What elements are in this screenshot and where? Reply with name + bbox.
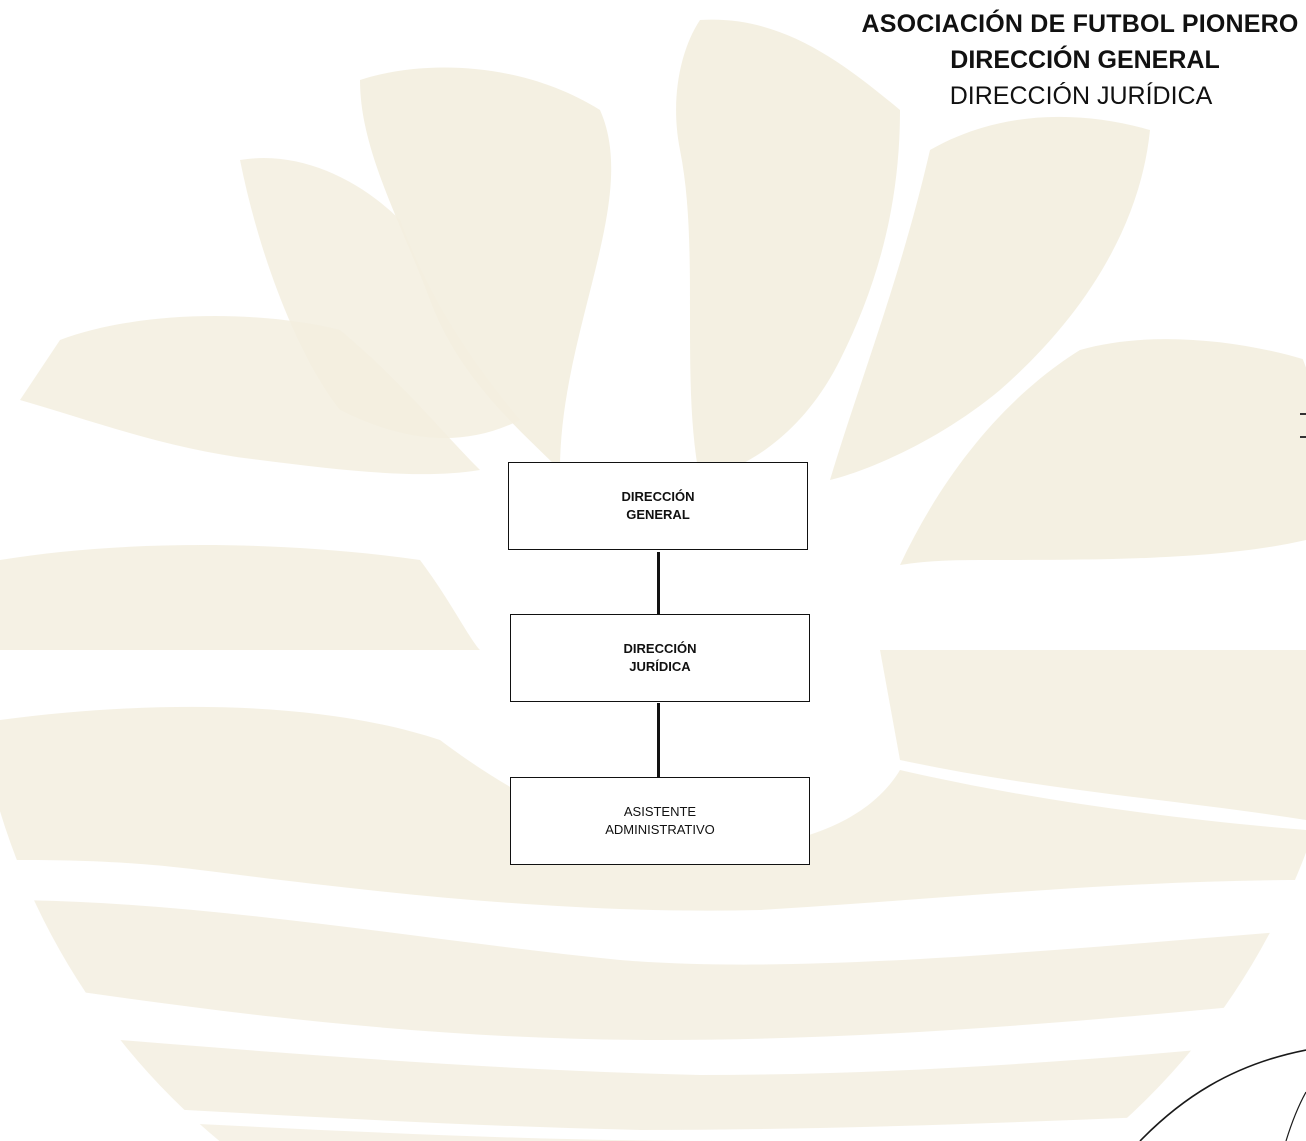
org-node-label-line: GENERAL bbox=[626, 507, 690, 522]
org-node-label-line: DIRECCIÓN bbox=[621, 489, 695, 504]
org-node-label-line: JURÍDICA bbox=[629, 659, 691, 674]
header-subdepartment: DIRECCIÓN JURÍDICA bbox=[949, 82, 1213, 110]
header-department: DIRECCIÓN GENERAL bbox=[950, 46, 1220, 74]
org-node-asistente-administrativo: ASISTENTE ADMINISTRATIVO bbox=[510, 777, 810, 865]
org-node-direccion-juridica: DIRECCIÓN JURÍDICA bbox=[510, 614, 810, 702]
edge-mark bbox=[1300, 436, 1306, 438]
org-node-direccion-general: DIRECCIÓN GENERAL bbox=[508, 462, 808, 550]
org-node-label-line: DIRECCIÓN bbox=[623, 641, 697, 656]
org-connector bbox=[657, 552, 660, 614]
org-node-label: DIRECCIÓN JURÍDICA bbox=[624, 640, 697, 676]
header-organization-name: ASOCIACIÓN DE FUTBOL PIONERO bbox=[861, 10, 1299, 38]
org-node-label-line: ADMINISTRATIVO bbox=[605, 822, 715, 837]
org-node-label: ASISTENTE ADMINISTRATIVO bbox=[605, 803, 715, 839]
org-node-label: DIRECCIÓN GENERAL bbox=[622, 488, 695, 524]
org-node-label-line: ASISTENTE bbox=[623, 804, 697, 819]
org-connector bbox=[657, 703, 660, 777]
edge-mark bbox=[1300, 413, 1306, 415]
document-header: ASOCIACIÓN DE FUTBOL PIONERO DIRECCIÓN G… bbox=[800, 6, 1306, 114]
